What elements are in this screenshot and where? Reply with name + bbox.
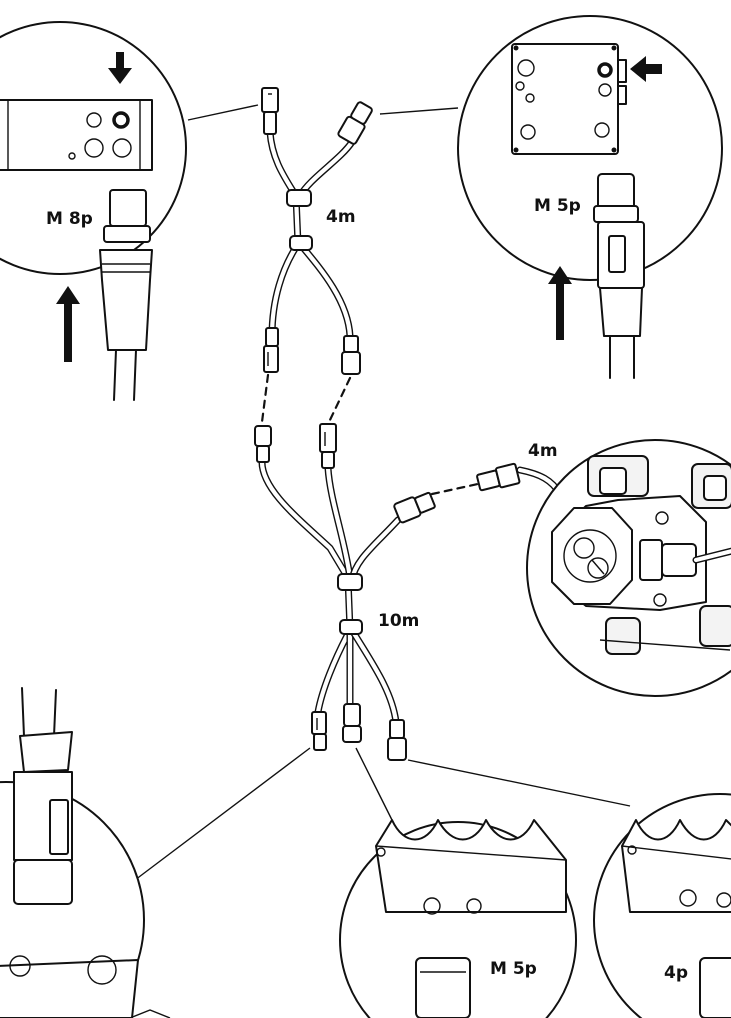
connector-top-right-end [337,101,373,145]
connector-bottom-left [311,711,327,751]
detail-pump [526,439,731,697]
dashed-extensions [260,373,480,496]
connector-mid-right-b [319,423,337,469]
connector-mid-left-b [254,425,272,463]
detail-bottom-middle [339,819,577,1018]
label-main-cable-length: 10m [378,611,419,631]
arrow-down-icon [108,52,132,84]
detail-top-right [457,15,723,379]
highlighted-socket [597,62,613,78]
connector-mid-right-a [341,335,361,375]
connector-bottom-right [387,719,407,761]
detail-top-left [0,21,187,401]
cable-sleeves [286,189,363,635]
label-side-cable-length: 4m [528,441,558,461]
connector-top-left-end [261,87,279,135]
connector-mid-left-a [263,327,279,373]
detail-bottom-right [593,793,731,1018]
label-top-cable-length: 4m [326,207,356,227]
detail-bottom-left [0,687,171,1018]
connector-side-a [393,491,436,524]
label-top-left-connector: M 8p [46,209,93,229]
label-top-right-connector: M 5p [534,196,581,216]
connector-side-b [476,462,521,492]
arrow-left-icon [630,56,662,82]
connector-bottom-middle [342,703,362,743]
harness-connectors [254,87,521,761]
label-bottom-right-connector: 4p [664,963,688,983]
arrow-up-icon [548,266,572,340]
label-bottom-middle-connector: M 5p [490,959,537,979]
leader-lines [134,104,631,881]
highlighted-socket [112,111,130,129]
arrow-up-icon [56,286,80,362]
